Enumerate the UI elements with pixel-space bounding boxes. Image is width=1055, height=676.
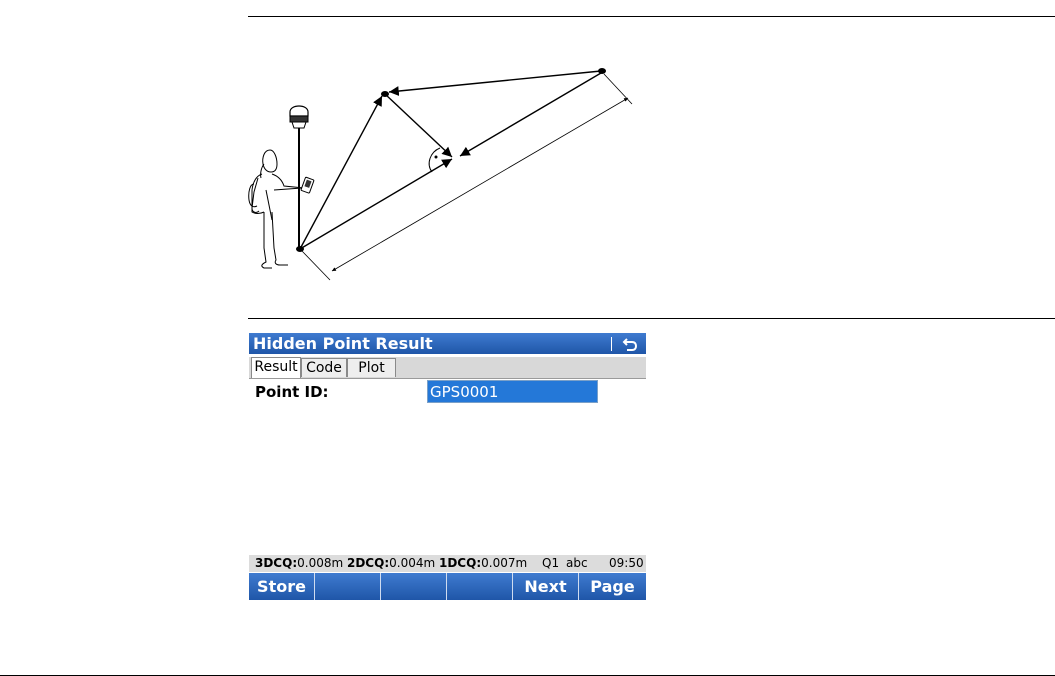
line-base-to-p1 [299,95,383,250]
point-id-input[interactable] [427,380,598,403]
status-bar: 3DCQ:0.008m 2DCQ:0.004m 1DCQ:0.007m Q1 a… [249,555,646,572]
hidden-point-diagram [248,68,633,281]
next-button[interactable]: Next [513,573,579,600]
point-id-label: Point ID: [255,383,329,401]
quality-2d: 2DCQ:0.004m [347,556,436,570]
title-bar: Hidden Point Result [249,333,646,354]
right-angle-arc [428,147,441,173]
measurement-lines [299,70,633,281]
quality-mode: Q1 [542,556,560,570]
line-base-to-hidden [299,158,453,250]
controller-device-icon [300,176,315,194]
line-p1-to-hidden [384,93,453,158]
input-mode: abc [566,556,588,570]
quality-1d: 1DCQ:0.007m [439,556,528,570]
function-key-bar: Store Next Page [249,573,646,600]
screen-title: Hidden Point Result [253,334,433,353]
title-separator [611,337,612,351]
gnss-antenna-icon [289,105,309,248]
tab-result[interactable]: Result [251,357,301,378]
top-rule [248,16,1055,17]
middle-rule [248,318,1055,319]
quality-3d: 3DCQ:0.008m [255,556,344,570]
fkey-2[interactable] [315,573,381,600]
fkey-3[interactable] [381,573,447,600]
page-button[interactable]: Page [590,577,635,596]
tab-plot[interactable]: Plot [347,358,396,377]
dimension-line [331,97,629,272]
extension-line-base [301,250,331,281]
controller-screen: Hidden Point Result Result Code Plot Poi… [249,333,646,600]
survey-points [296,68,606,252]
surveyor-figure-icon [248,149,305,269]
fkey-4[interactable] [447,573,513,600]
tab-code[interactable]: Code [301,358,347,377]
extension-line-p2 [603,73,633,105]
store-button[interactable]: Store [249,573,315,600]
line-p2-to-p1 [388,70,602,96]
clock: 09:50 [609,556,644,570]
return-icon[interactable] [617,333,643,354]
line-p2-to-hidden [459,72,602,157]
tab-bar: Result Code Plot [249,357,646,379]
